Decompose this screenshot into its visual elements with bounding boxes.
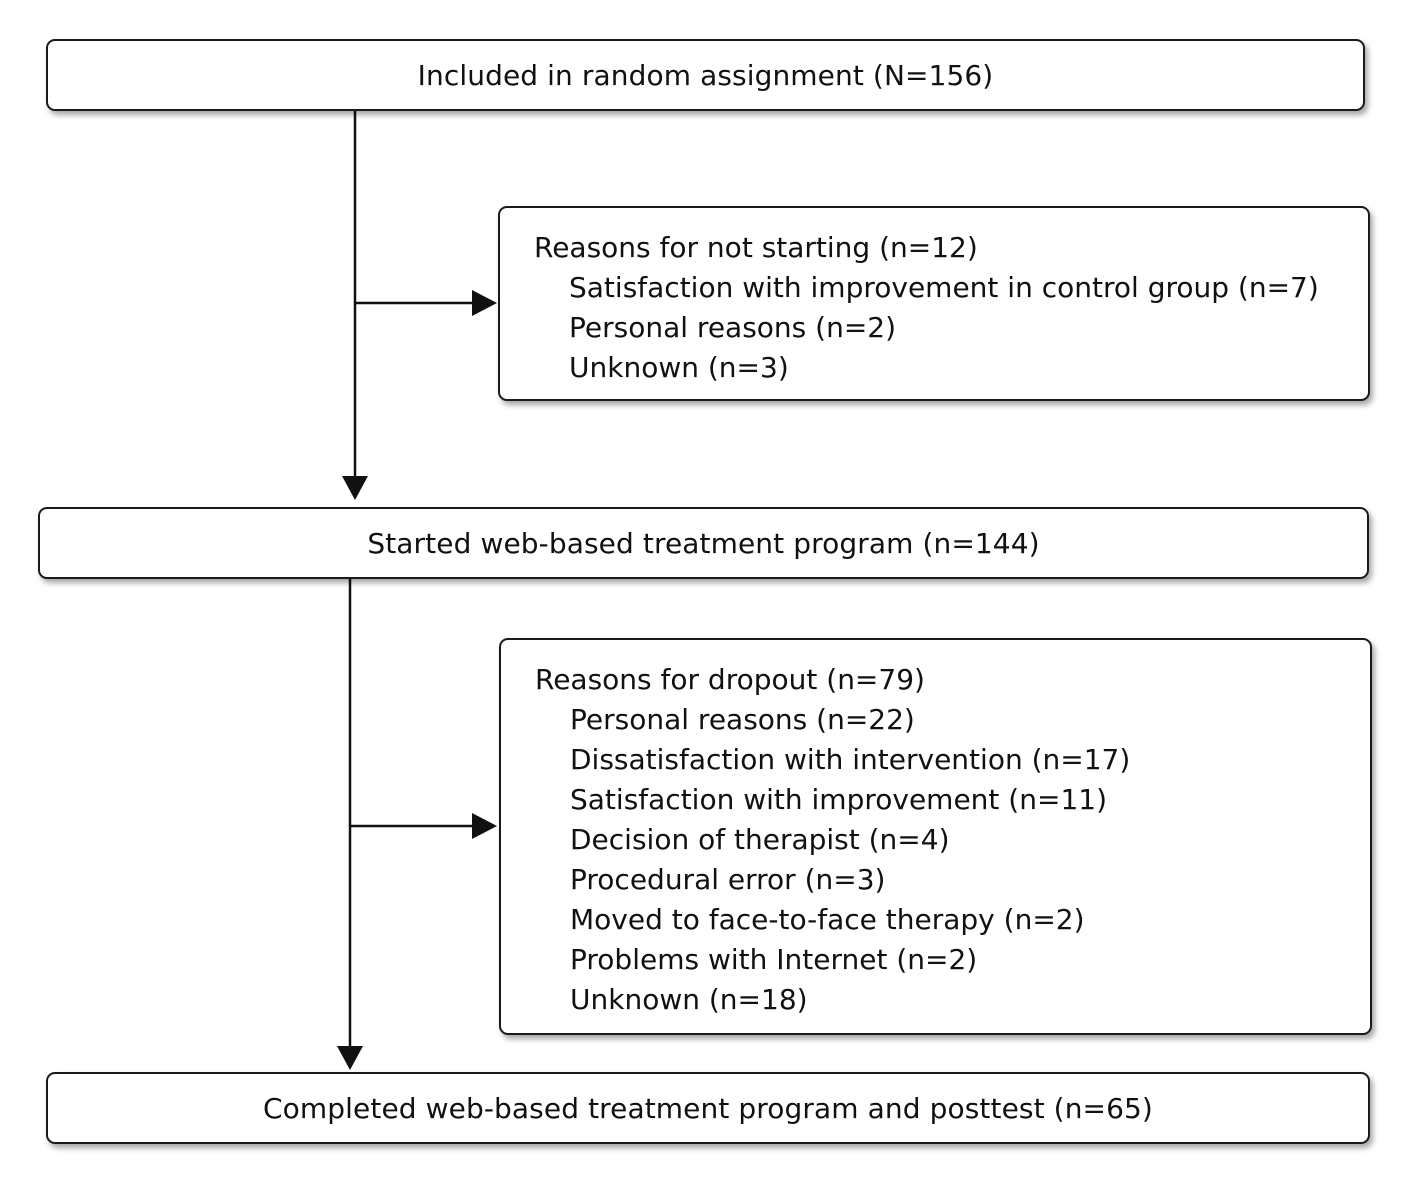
dropout-box: Reasons for dropout (n=79) Personal reas… (499, 638, 1372, 1035)
list-item: Problems with Internet (n=2) (570, 943, 978, 976)
completed-label: Completed web-based treatment program an… (263, 1091, 1153, 1125)
arrowhead-started (342, 476, 368, 500)
list-item: Personal reasons (n=22) (570, 703, 915, 736)
not-started-box: Reasons for not starting (n=12) Satisfac… (498, 206, 1370, 401)
randomized-box: Included in random assignment (N=156) (46, 39, 1365, 111)
arrowhead-dropout (472, 813, 497, 839)
completed-box: Completed web-based treatment program an… (46, 1072, 1370, 1144)
dropout-reasons-list: Personal reasons (n=22) Dissatisfaction … (535, 700, 1370, 1020)
list-item: Satisfaction with improvement in control… (569, 271, 1319, 304)
list-item: Dissatisfaction with intervention (n=17) (570, 743, 1131, 776)
list-item: Personal reasons (n=2) (569, 311, 897, 344)
list-item: Decision of therapist (n=4) (570, 823, 950, 856)
list-item: Satisfaction with improvement (n=11) (570, 783, 1107, 816)
not-started-reasons-list: Satisfaction with improvement in control… (534, 268, 1368, 388)
randomized-label: Included in random assignment (N=156) (417, 58, 994, 92)
arrowhead-not-started (472, 290, 497, 316)
started-box: Started web-based treatment program (n=1… (38, 507, 1369, 579)
list-item: Procedural error (n=3) (570, 863, 886, 896)
list-item: Unknown (n=3) (569, 351, 789, 384)
started-label: Started web-based treatment program (n=1… (367, 526, 1040, 560)
dropout-heading: Reasons for dropout (n=79) (535, 663, 925, 696)
not-started-heading: Reasons for not starting (n=12) (534, 231, 978, 264)
list-item: Moved to face-to-face therapy (n=2) (570, 903, 1085, 936)
arrowhead-completed (337, 1046, 363, 1070)
list-item: Unknown (n=18) (570, 983, 808, 1016)
